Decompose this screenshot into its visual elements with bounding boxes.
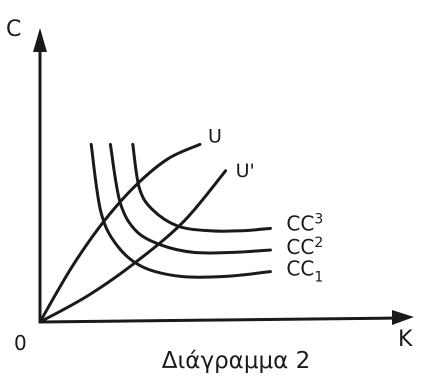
series-label-cc3: CC3 (286, 211, 323, 235)
series-label-u-prime: U' (236, 160, 255, 182)
y-axis-arrow (33, 28, 47, 52)
series-label-cc1: CC1 (286, 257, 323, 286)
curves-layer (38, 142, 272, 324)
origin-label: 0 (14, 331, 27, 355)
cc2-label-base: CC (286, 235, 314, 259)
cc3-label-base: CC (286, 211, 314, 235)
x-axis-arrow (392, 310, 414, 325)
cc1-label-base: CC (286, 257, 314, 281)
series-line-cc3 (131, 142, 272, 233)
series-label-cc2: CC2 (286, 235, 323, 259)
series-line-cc1 (89, 142, 272, 279)
y-axis-label: C (6, 17, 21, 42)
series-line-u (38, 142, 202, 324)
x-axis-label: K (398, 327, 413, 352)
series-line-u-prime (38, 169, 228, 324)
figure-caption: Διάγραμμα 2 (162, 348, 310, 374)
x-axis (38, 316, 402, 324)
cc3-label-sub: 3 (314, 211, 323, 227)
cc1-label-sub: 1 (314, 270, 323, 286)
cc2-label-sub: 2 (314, 235, 323, 251)
series-label-u: U (208, 125, 222, 147)
series-line-cc2 (108, 142, 272, 255)
